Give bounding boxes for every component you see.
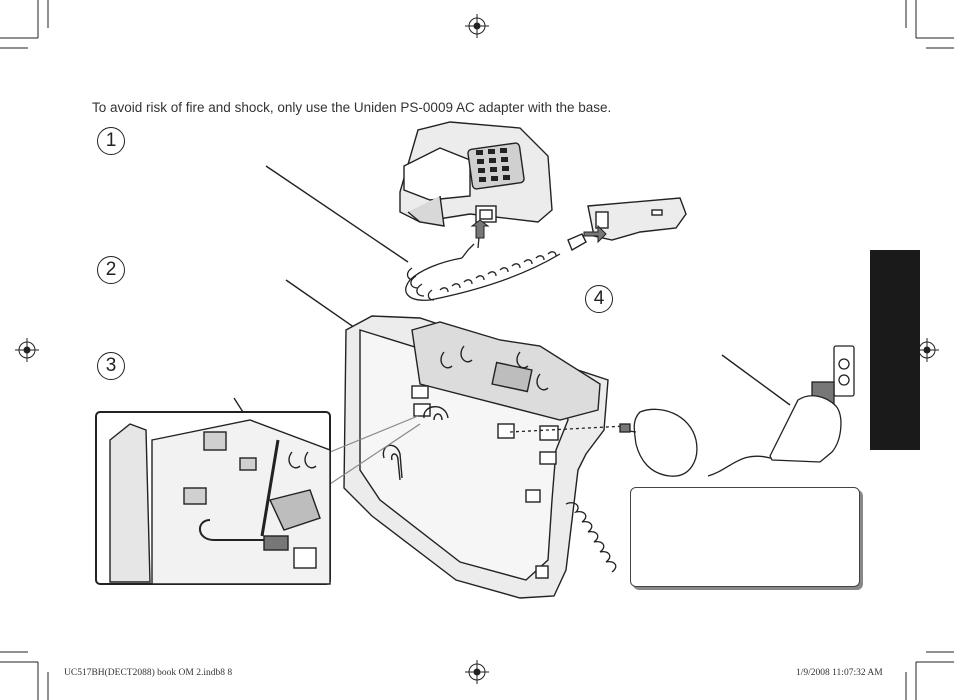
step-1-marker: 1 <box>97 127 125 155</box>
footer-file-info: UC517BH(DECT2088) book OM 2.indb8 8 <box>64 668 233 678</box>
step-2-marker: 2 <box>97 256 125 284</box>
step-4-marker: 4 <box>585 285 613 313</box>
registration-mark-icon <box>15 338 39 362</box>
adapter-cord <box>509 425 801 573</box>
arrow-icon <box>470 219 607 244</box>
plug-icon <box>811 345 855 405</box>
zoom-lines <box>329 415 421 485</box>
note-box <box>630 487 860 587</box>
base-underside <box>343 315 609 599</box>
hand-icon <box>769 395 842 463</box>
footer-timestamp: 1/9/2008 11:07:32 AM <box>796 668 883 678</box>
phone-base <box>399 121 553 227</box>
handset <box>567 197 687 252</box>
intro-text: To avoid risk of fire and shock, only us… <box>92 100 612 115</box>
step-3-marker: 3 <box>97 352 125 380</box>
registration-mark-icon <box>465 660 489 684</box>
hand-icon <box>619 408 698 477</box>
section-tab <box>870 250 920 450</box>
registration-mark-icon <box>465 14 489 38</box>
detail-inset <box>95 411 331 585</box>
